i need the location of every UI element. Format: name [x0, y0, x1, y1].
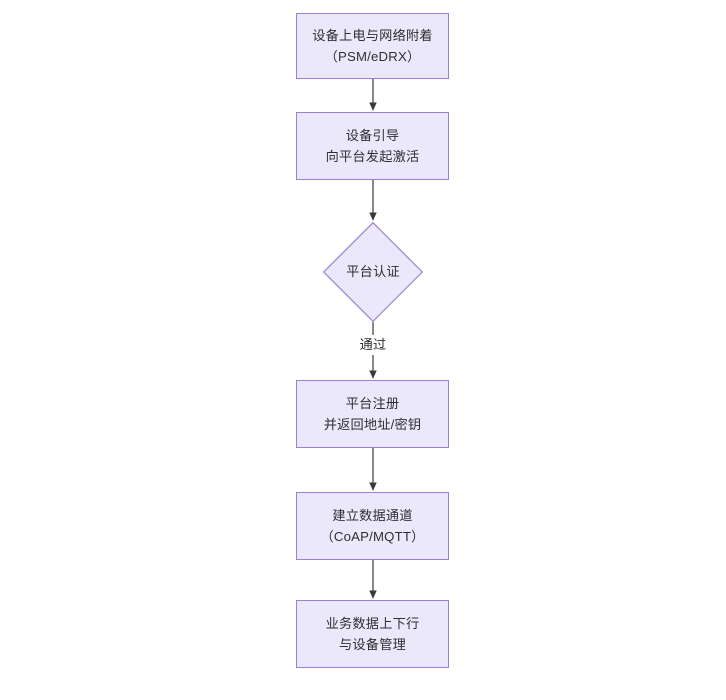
node-label-line: 与设备管理 [339, 637, 406, 652]
node-business-data-and-device-management: 业务数据上下行 与设备管理 [296, 600, 449, 668]
node-platform-authentication: 平台认证 [323, 222, 423, 322]
node-label-line: 建立数据通道 [332, 508, 413, 523]
node-device-bootstrap: 设备引导 向平台发起激活 [296, 112, 449, 180]
node-label-line: 设备引导 [345, 128, 400, 143]
node-label-line: 平台认证 [346, 264, 400, 279]
node-label-line: 并返回地址/密钥 [323, 417, 422, 432]
node-label-line: 设备上电与网络附着 [312, 28, 433, 43]
node-label-line: 向平台发起激活 [325, 149, 420, 164]
node-device-power-on: 设备上电与网络附着 （PSM/eDRX） [296, 13, 449, 79]
node-label-line: 平台注册 [345, 396, 400, 411]
node-platform-registration: 平台注册 并返回地址/密钥 [296, 380, 449, 448]
node-label-line: （PSM/eDRX） [324, 49, 421, 64]
edge-label-pass: 通过 [357, 335, 389, 355]
node-label-line: （CoAP/MQTT） [320, 529, 425, 544]
diamond-shape [323, 222, 423, 322]
node-establish-data-channel: 建立数据通道 （CoAP/MQTT） [296, 492, 449, 560]
node-label-line: 业务数据上下行 [325, 616, 420, 631]
